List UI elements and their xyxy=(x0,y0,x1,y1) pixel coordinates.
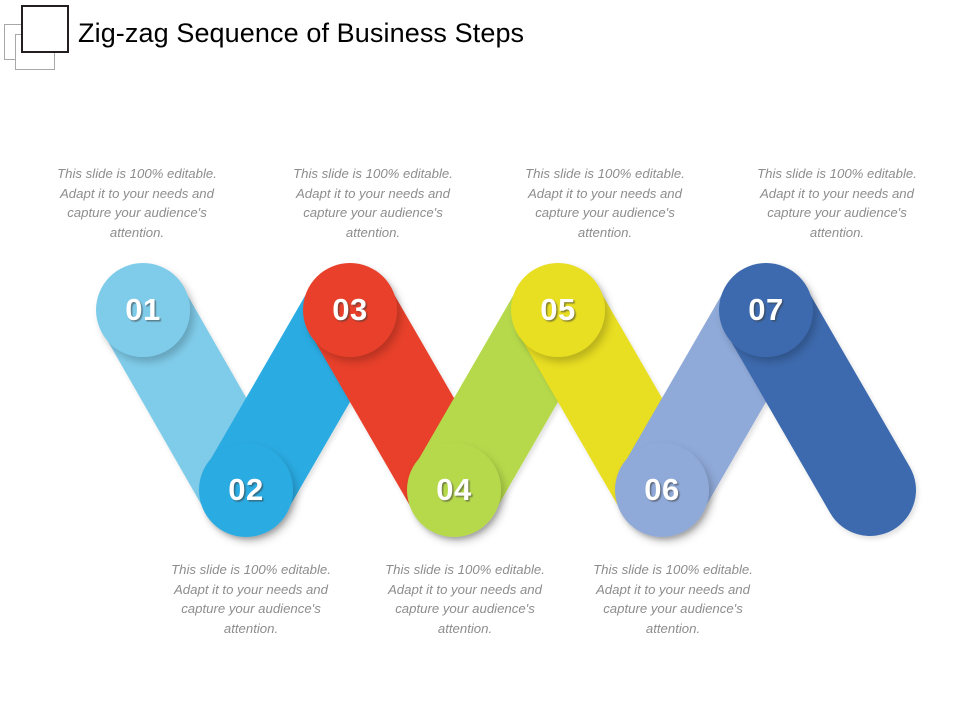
page-title: Zig-zag Sequence of Business Steps xyxy=(78,18,525,48)
zigzag-step-circles xyxy=(96,263,813,537)
overlapping-squares-logo-icon xyxy=(4,4,69,72)
circle-step-04[interactable] xyxy=(407,443,501,537)
caption-step-04: This slide is 100% editable. Adapt it to… xyxy=(385,562,545,636)
circle-step-01[interactable] xyxy=(96,263,190,357)
circle-step-05[interactable] xyxy=(511,263,605,357)
caption-step-05: This slide is 100% editable. Adapt it to… xyxy=(525,166,685,240)
caption-step-02: This slide is 100% editable. Adapt it to… xyxy=(171,562,331,636)
caption-step-06: This slide is 100% editable. Adapt it to… xyxy=(593,562,753,636)
caption-step-03: This slide is 100% editable. Adapt it to… xyxy=(293,166,453,240)
circle-step-02[interactable] xyxy=(199,443,293,537)
circle-step-07[interactable] xyxy=(719,263,813,357)
circle-step-03[interactable] xyxy=(303,263,397,357)
logo-square-front xyxy=(21,5,69,53)
caption-step-07: This slide is 100% editable. Adapt it to… xyxy=(757,166,917,240)
circle-step-06[interactable] xyxy=(615,443,709,537)
caption-step-01: This slide is 100% editable. Adapt it to… xyxy=(57,166,217,240)
